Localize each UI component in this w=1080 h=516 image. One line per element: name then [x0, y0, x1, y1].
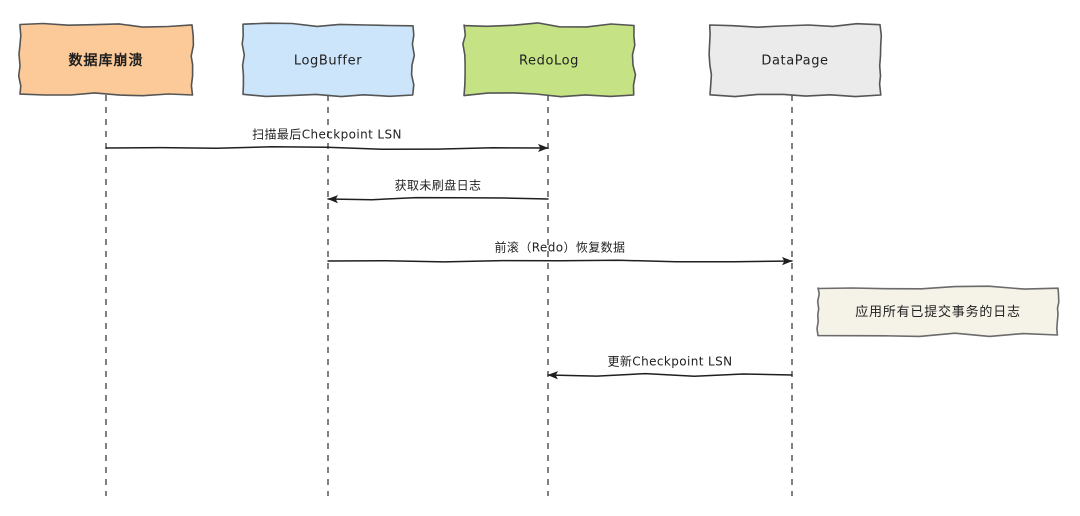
message-arrow-msg-scan-last-checkpoint-lsn — [105, 143, 549, 153]
message-arrow-msg-update-checkpoint-lsn — [547, 371, 793, 380]
messages-layer: 扫描最后Checkpoint LSN 获取未刷盘日志前滚（Redo）恢复数据更新C… — [105, 128, 793, 380]
actor-redo-log[interactable]: RedoLog — [462, 22, 637, 98]
message-arrow-msg-redo-recover-data — [327, 257, 793, 266]
message-msg-fetch-unflushed-log[interactable]: 获取未刷盘日志 — [327, 178, 549, 204]
note-label-note-apply-committed-logs: 应用所有已提交事务的日志 — [855, 304, 1021, 320]
message-label-msg-update-checkpoint-lsn: 更新Checkpoint LSN — [607, 354, 732, 369]
actor-box-log-buffer — [241, 22, 416, 98]
lifelines-layer — [105, 95, 793, 496]
actor-box-db-crash — [17, 22, 195, 97]
message-label-msg-fetch-unflushed-log: 获取未刷盘日志 — [395, 178, 482, 193]
note-note-apply-committed-logs[interactable]: 应用所有已提交事务的日志 — [816, 285, 1060, 338]
message-label-msg-scan-last-checkpoint-lsn: 扫描最后Checkpoint LSN — [252, 128, 402, 142]
actor-db-crash[interactable]: 数据库崩溃 — [17, 22, 195, 97]
actor-label-data-page: DataPage — [761, 54, 828, 69]
actor-box-redo-log — [462, 22, 637, 98]
message-label-msg-redo-recover-data: 前滚（Redo）恢复数据 — [495, 240, 626, 255]
actor-data-page[interactable]: DataPage — [708, 22, 883, 98]
note-box-note-apply-committed-logs — [816, 285, 1060, 338]
message-msg-update-checkpoint-lsn[interactable]: 更新Checkpoint LSN — [547, 354, 793, 380]
message-msg-redo-recover-data[interactable]: 前滚（Redo）恢复数据 — [327, 240, 793, 266]
actor-label-redo-log: RedoLog — [519, 54, 579, 69]
message-arrow-msg-fetch-unflushed-log — [327, 195, 549, 204]
notes-layer: 应用所有已提交事务的日志 — [816, 285, 1060, 338]
actor-label-log-buffer: LogBuffer — [294, 54, 362, 69]
actor-log-buffer[interactable]: LogBuffer — [241, 22, 416, 98]
actor-boxes-layer: 数据库崩溃 LogBuffer RedoLog DataPage — [17, 22, 883, 98]
message-msg-scan-last-checkpoint-lsn[interactable]: 扫描最后Checkpoint LSN — [105, 128, 549, 153]
actor-box-data-page — [708, 22, 883, 98]
actor-label-db-crash: 数据库崩溃 — [69, 52, 144, 69]
